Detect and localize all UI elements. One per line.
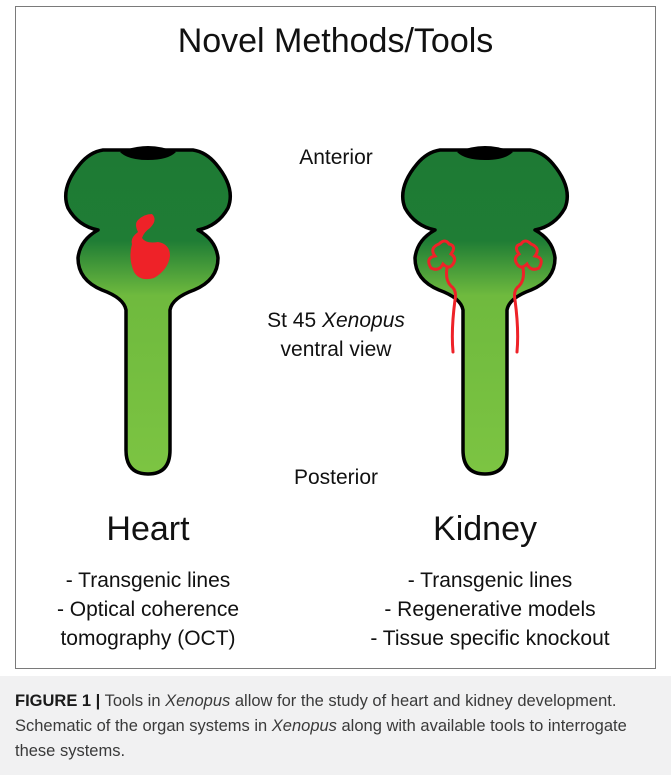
kidney-tool-item: - Transgenic lines [350,566,630,595]
posterior-label: Posterior [256,466,416,490]
stage-prefix: St 45 [267,309,322,332]
figure-label: FIGURE 1 | [15,692,100,710]
tadpole-body [66,150,231,474]
heart-tool-item: - Optical coherence [28,595,268,624]
figure-caption: FIGURE 1 | Tools in Xenopus allow for th… [15,689,655,764]
stage-view: ventral view [281,338,392,361]
heart-title: Heart [48,510,248,549]
kidney-tool-item: - Tissue specific knockout [350,624,630,653]
tadpole-heart-diagram [58,140,238,480]
heart-tool-item: - Transgenic lines [28,566,268,595]
kidney-tool-item: - Regenerative models [350,595,630,624]
caption-species: Xenopus [165,692,230,710]
kidney-title: Kidney [385,510,585,549]
caption-text: Tools in [100,692,165,710]
heart-tools-list: - Transgenic lines - Optical coherence t… [28,566,268,653]
stage-label: St 45 Xenopus ventral view [236,306,436,364]
stage-species: Xenopus [322,309,405,332]
heart-tool-item: tomography (OCT) [28,624,268,653]
kidney-tools-list: - Transgenic lines - Regenerative models… [350,566,630,653]
figure-title: Novel Methods/Tools [0,22,671,61]
caption-species: Xenopus [272,717,337,735]
anterior-label: Anterior [256,146,416,170]
